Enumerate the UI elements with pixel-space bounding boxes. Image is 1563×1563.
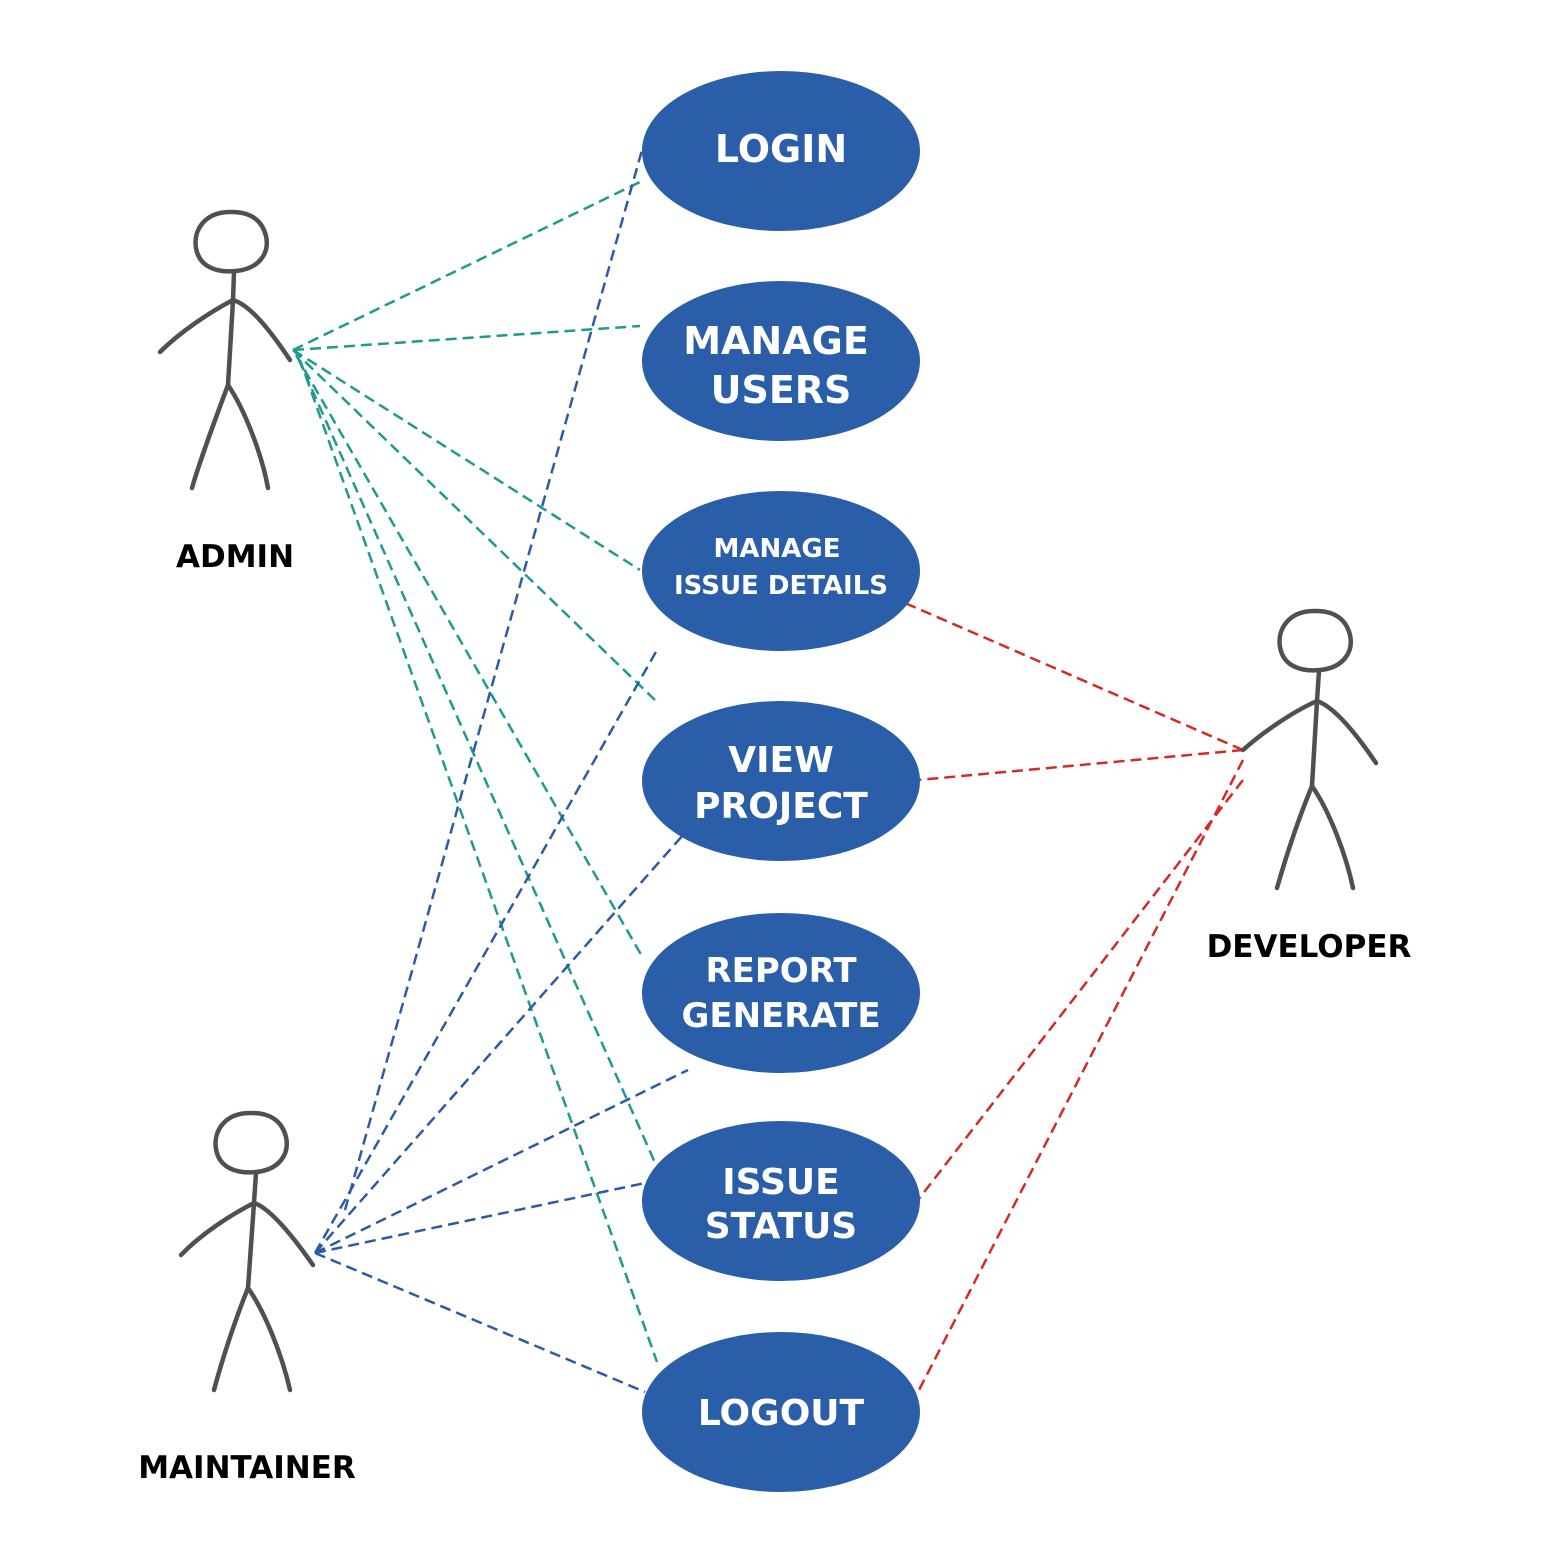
association-admin-issue-status [296,357,658,1166]
use-case-login[interactable]: LOGIN [642,71,920,231]
use-case-manage-issue-details[interactable]: MANAGE ISSUE DETAILS [642,491,920,651]
association-maintainer-login [343,149,644,1211]
association-developer-issue-status [917,779,1244,1201]
association-maintainer-view-project [314,834,684,1254]
stick-figure-icon [1240,608,1379,891]
association-maintainer-issue-status [314,1181,646,1255]
use-case-manage-users[interactable]: MANAGE USERS [642,281,920,441]
use-case-view-project[interactable]: VIEW PROJECT [642,701,920,861]
association-admin-report-generate [294,354,645,959]
association-admin-manage-issue-details [292,348,641,572]
actor-admin[interactable]: ADMIN [157,209,294,575]
actors: ADMIN MAINTAINER DEV [138,209,1412,1486]
actor-label: MAINTAINER [138,1450,356,1486]
actor-maintainer[interactable]: MAINTAINER [138,1110,356,1486]
use-case-label: ISSUE DETAILS [674,571,888,601]
use-case-label: ISSUE [722,1162,839,1203]
association-developer-logout [916,759,1245,1393]
use-case-label: LOGIN [715,127,847,171]
association-developer-manage-issue-details [904,601,1244,752]
use-case-issue-status[interactable]: ISSUE STATUS [642,1121,920,1281]
use-case-label: REPORT [705,951,857,991]
use-case-report-generate[interactable]: REPORT GENERATE [642,913,920,1073]
stick-figure-icon [178,1110,316,1393]
use-cases: LOGIN MANAGE USERS MANAGE ISSUE DETAILS … [642,71,920,1492]
use-case-label: MANAGE [714,534,841,564]
association-admin-logout [298,359,659,1363]
use-case-label: MANAGE [683,319,869,363]
association-admin-manage-users [292,324,641,352]
actor-developer[interactable]: DEVELOPER [1207,608,1412,965]
use-case-logout[interactable]: LOGOUT [642,1332,920,1492]
actor-label: ADMIN [176,539,294,575]
use-case-label: PROJECT [694,786,868,827]
association-maintainer-report-generate [314,1068,689,1255]
use-case-label: GENERATE [681,996,880,1036]
stick-figure-icon [157,209,293,491]
association-lines [292,149,1245,1394]
use-case-label: LOGOUT [698,1393,865,1434]
use-case-label: USERS [711,368,852,412]
use-case-label: STATUS [705,1206,857,1247]
actor-label: DEVELOPER [1207,929,1412,965]
association-admin-login [292,180,641,352]
use-case-label: VIEW [728,740,834,781]
association-admin-view-project [292,349,656,701]
association-maintainer-logout [314,1251,646,1394]
association-maintainer-manage-issue-details [313,649,659,1254]
association-developer-view-project [917,748,1244,782]
